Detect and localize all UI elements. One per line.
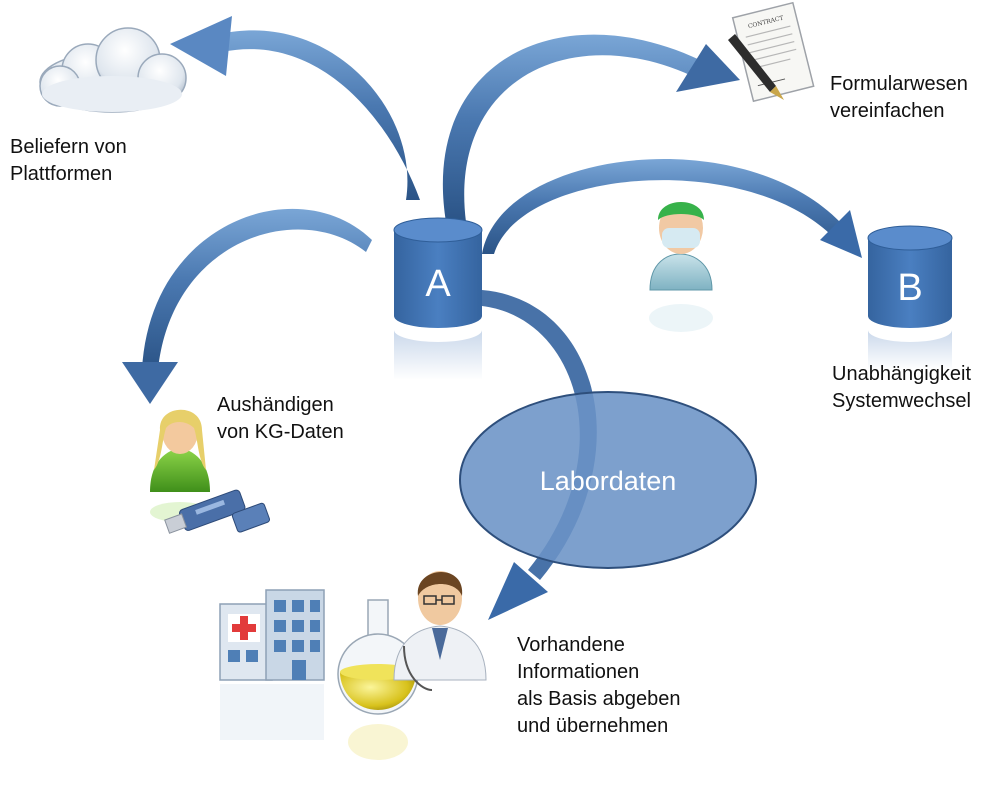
labordaten-label: Labordaten <box>540 466 677 496</box>
label-aushaendigen: Aushändigen von KG-Daten <box>217 394 344 443</box>
arrow-a-to-woman <box>122 208 372 404</box>
label-unabhaengigkeit: Unabhängigkeit Systemwechsel <box>832 363 971 412</box>
arrow-a-to-b <box>482 159 862 258</box>
database-b-label: B <box>897 267 922 309</box>
label-vorhandene-informationen: Vorhandene Informationen als Basis abgeb… <box>517 634 681 737</box>
database-b: B <box>867 225 953 370</box>
surgeon-icon <box>649 202 713 332</box>
cloud-icon <box>39 27 187 113</box>
label-formularwesen: Formularwesen vereinfachen <box>830 73 968 122</box>
labordaten-node: Labordaten <box>459 391 757 569</box>
contract-pen-icon: CONTRACT <box>728 1 815 103</box>
database-a-label: A <box>425 263 451 305</box>
usb-stick-icon <box>164 489 270 534</box>
arrow-a-to-form <box>442 34 740 222</box>
label-beliefern: Beliefern von Plattformen <box>10 136 127 185</box>
arrow-a-to-cloud <box>170 16 420 200</box>
doctor-icon <box>393 571 487 691</box>
database-a: A <box>393 217 483 380</box>
hospital-icon <box>219 589 325 740</box>
